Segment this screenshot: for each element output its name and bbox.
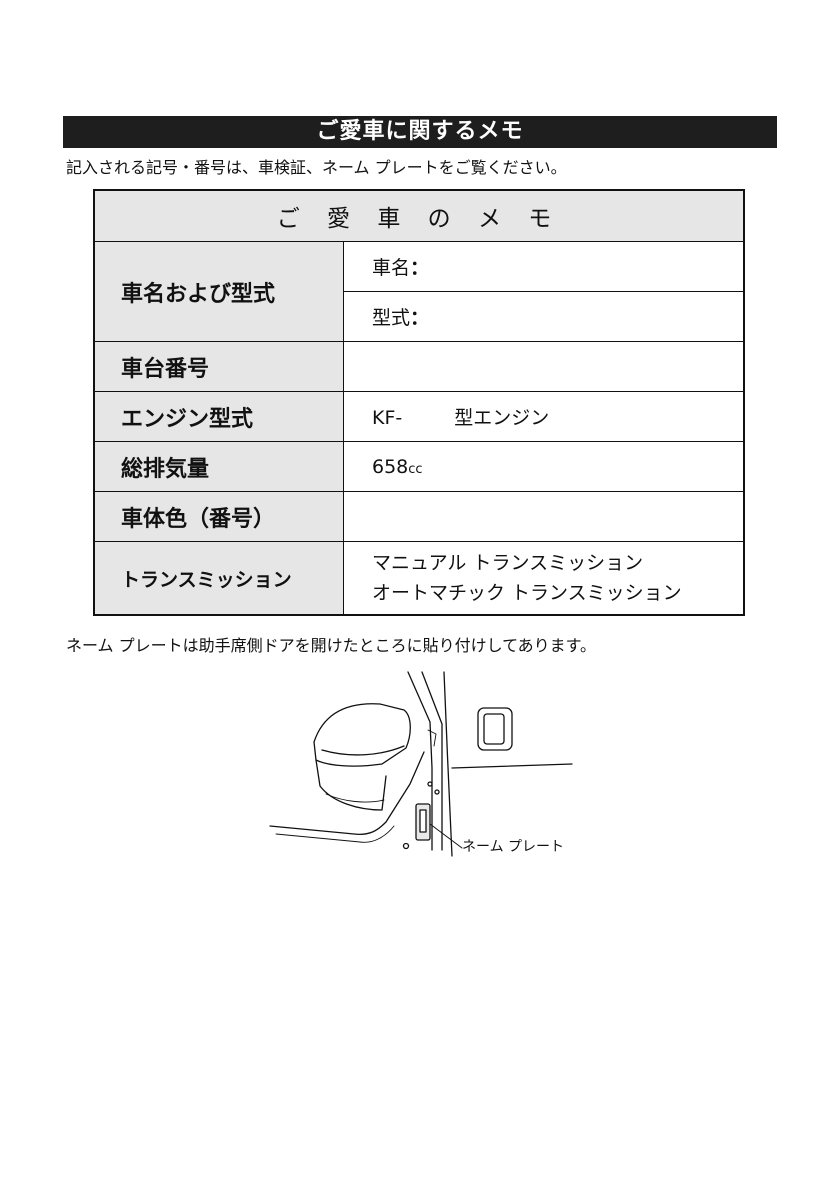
displacement-cell: 658cc [344, 442, 745, 492]
seat-illustration [314, 704, 410, 766]
chassis-number-label: 車台番号 [94, 342, 344, 392]
intro-text: 記入される記号・番号は、車検証、ネーム プレートをご覧ください。 [66, 158, 567, 178]
car-name-label: 車名 [372, 257, 410, 279]
body-color-label: 車体色（番号） [94, 492, 344, 542]
nameplate-leader [430, 824, 462, 848]
displacement-value: 658 [372, 456, 408, 478]
displacement-label: 総排気量 [94, 442, 344, 492]
engine-model-suffix: 型エンジン [454, 407, 549, 429]
name-model-label: 車名および型式 [94, 242, 344, 342]
model-cell[interactable]: 型式： [344, 292, 745, 342]
nameplate-location-note: ネーム プレートは助手席側ドアを開けたところに貼り付けしてあります。 [66, 636, 596, 656]
transmission-option-manual[interactable]: マニュアル トランスミッション [372, 548, 743, 578]
body-color-cell[interactable] [344, 492, 745, 542]
transmission-option-automatic[interactable]: オートマチック トランスミッション [372, 578, 743, 608]
engine-model-prefix: KF- [372, 407, 402, 429]
car-name-colon: ： [410, 257, 429, 279]
engine-model-label: エンジン型式 [94, 392, 344, 442]
engine-model-cell[interactable]: KF- 型エンジン [344, 392, 745, 442]
car-memo-table: ご 愛 車 の メ モ 車名および型式 車名： 型式： 車台番号 エンジン型式 … [93, 189, 745, 616]
transmission-cell: マニュアル トランスミッション オートマチック トランスミッション [344, 542, 745, 616]
model-label: 型式 [372, 307, 410, 329]
displacement-unit: cc [408, 462, 422, 477]
door-sill [270, 752, 424, 834]
section-banner: ご愛車に関するメモ [63, 116, 777, 148]
nameplate-figure-label: ネーム プレート [462, 838, 564, 856]
model-colon: ： [410, 307, 429, 329]
memo-table-title: ご 愛 車 の メ モ [94, 190, 744, 242]
car-name-cell[interactable]: 車名： [344, 242, 745, 292]
chassis-number-cell[interactable] [344, 342, 745, 392]
door-edge [444, 672, 452, 856]
nameplate-location-illustration [262, 664, 582, 864]
transmission-label: トランスミッション [94, 542, 344, 616]
